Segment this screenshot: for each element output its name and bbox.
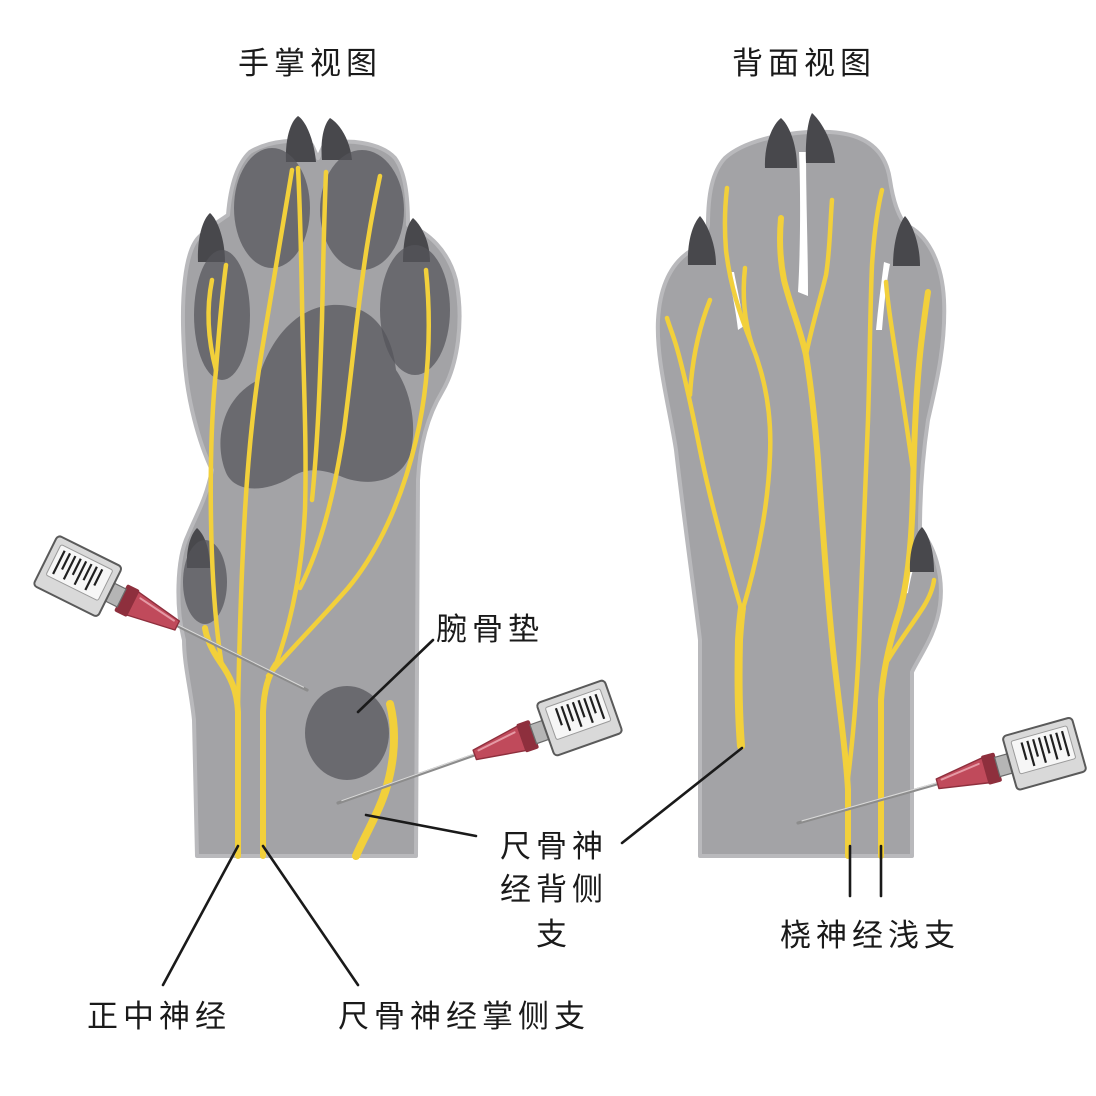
leader-ulnar-dorsal-palmar-side [364, 813, 478, 838]
nerve-branch [664, 315, 745, 615]
palmar-nerves [202, 165, 431, 860]
graduation-mark [1020, 742, 1028, 761]
needle-hub [472, 725, 527, 761]
barrel-graduations [554, 693, 606, 732]
graduation-mark [1055, 732, 1063, 751]
ulnar-dorsal-branch-palmar [352, 700, 398, 860]
barrel-graduations [1020, 730, 1071, 767]
nerve-branch [722, 185, 773, 615]
title-dorsal-view: 背面视图 [732, 46, 876, 82]
needle-hub-highlight [940, 762, 980, 781]
nerve-branch [208, 262, 229, 669]
graduation-mark [577, 699, 586, 718]
graduation-mark [1037, 737, 1047, 763]
dorsal-claws [687, 113, 934, 572]
title-palmar-view: 手掌视图 [238, 46, 382, 82]
nerve-branch [687, 297, 713, 398]
graduation-mark [1026, 740, 1036, 767]
leader-ulnar-dorsal-dorsal-side [620, 746, 744, 845]
dorsal-view [655, 113, 947, 859]
claw-digit-3 [285, 116, 316, 162]
graduation-mark [571, 701, 583, 728]
needle-hub [935, 757, 990, 790]
nerve-branch [803, 197, 835, 358]
claw-digit-2 [687, 216, 716, 265]
palmar-view [176, 116, 462, 860]
graduation-mark [583, 697, 594, 724]
nerve-branch [235, 167, 295, 711]
claw-digit-2 [197, 213, 225, 262]
needle [175, 623, 309, 692]
hub-collar [516, 720, 539, 753]
digit-gap-center [798, 152, 808, 296]
labels: 手掌视图 背面视图 腕骨垫 尺骨神 经背侧 支 正中神经 尺骨神经掌侧支 桡神经… [87, 46, 960, 1035]
graduation-mark [1060, 730, 1071, 757]
graduation-mark [588, 695, 597, 714]
graduation-mark [93, 568, 104, 587]
label-ulnar-dorsal-branch-line2: 经背侧 [500, 872, 608, 908]
needle [336, 753, 477, 805]
nerve-branch [273, 165, 308, 667]
nerve-branch [885, 577, 937, 663]
claw-digit-3 [764, 118, 797, 168]
nerve-branch [883, 279, 916, 473]
graduation-mark [61, 552, 72, 570]
graduation-mark [1043, 735, 1051, 754]
needle-highlight [341, 753, 475, 802]
superficial-radial-trunk-lateral [878, 289, 931, 859]
graduation-mark [73, 560, 88, 586]
syringe-superficial-radial-block [796, 716, 1087, 825]
syringe-median-nerve-block [33, 535, 309, 692]
dewclaw-pad [183, 540, 227, 624]
digit-gap-right [876, 262, 890, 330]
nerve-branch [309, 169, 329, 503]
nerve-branch [741, 265, 755, 348]
graduation-mark [52, 550, 66, 575]
needle-hub-highlight [139, 597, 175, 622]
claw-dewclaw [909, 527, 934, 572]
graduation-mark [554, 707, 563, 726]
needle-highlight [177, 624, 305, 688]
ulnar-dorsal-branch-end [734, 604, 746, 750]
carpal-pad [305, 686, 389, 780]
graduation-mark [1032, 738, 1040, 757]
nerve-branch [845, 187, 885, 781]
syringe-ulnar-dorsal-block [336, 679, 623, 805]
graduation-mark [1049, 734, 1059, 760]
label-ulnar-palmar-branch: 尺骨神经掌侧支 [338, 999, 590, 1035]
nerve-branch [297, 173, 383, 591]
leader-median-nerve [161, 844, 240, 987]
claw-digit-4 [321, 118, 352, 160]
graduation-mark [82, 563, 93, 581]
label-superficial-radial-nerve: 桡神经浅支 [780, 918, 960, 954]
barrel-graduations [52, 550, 104, 591]
leader-lines [161, 638, 883, 987]
digital-pad-5 [380, 245, 450, 375]
leader-carpal-pad [356, 638, 435, 714]
digital-pad-4 [320, 150, 404, 270]
claw-digit-4 [805, 113, 835, 163]
label-median-nerve: 正中神经 [87, 999, 231, 1035]
graduation-mark [62, 555, 77, 580]
needle-hub-highlight [477, 731, 516, 752]
claw-digit-5 [893, 216, 920, 266]
superficial-radial-trunk-medial [777, 215, 851, 859]
nerve-branch [265, 267, 431, 679]
graduation-mark [84, 566, 98, 591]
label-carpal-pad: 腕骨垫 [436, 612, 544, 648]
needle-highlight [801, 782, 938, 822]
label-ulnar-dorsal-branch-line3: 支 [536, 917, 572, 953]
graduation-mark [594, 693, 606, 720]
leader-ulnar-palmar-branch [261, 844, 360, 987]
needle [796, 782, 940, 825]
dorsal-nerves [664, 185, 937, 859]
graduation-mark [560, 705, 572, 732]
nerve-branch [206, 277, 219, 373]
hub-collar [981, 752, 1002, 785]
graduation-mark [71, 558, 82, 576]
graduation-mark [566, 703, 575, 722]
label-ulnar-dorsal-branch-line1: 尺骨神 [500, 829, 608, 865]
hub-collar [114, 584, 140, 617]
